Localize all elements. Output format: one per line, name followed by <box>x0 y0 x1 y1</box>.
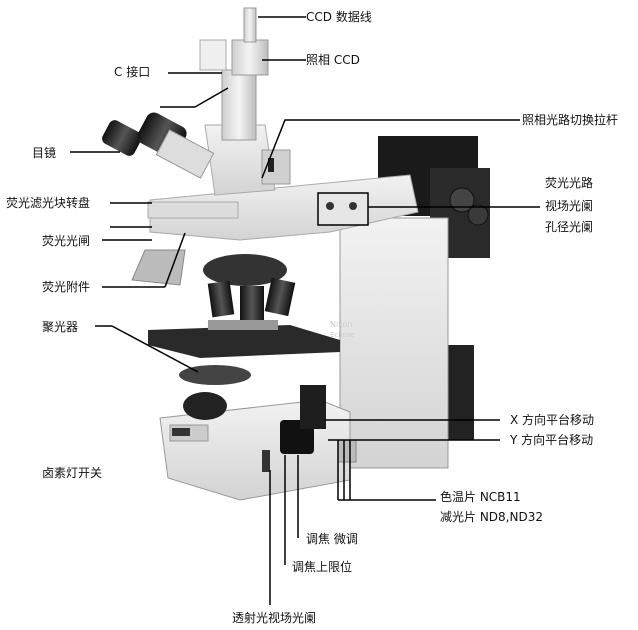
label-fluor-shutter: 荧光光闸 <box>42 234 91 248</box>
eyepiece-icon <box>102 112 215 179</box>
label-eyepiece: 目镜 <box>32 146 57 160</box>
filter-turret <box>147 201 239 219</box>
ccd-cable <box>243 7 257 43</box>
label-ccd-cable: CCD 数据线 <box>306 10 372 24</box>
label-y-stage: Y 方向平台移动 <box>510 433 594 447</box>
brand-logo: Nikon <box>330 320 353 329</box>
label-fluor-attachment: 荧光附件 <box>42 280 91 294</box>
camera-port <box>221 69 257 141</box>
lamp-house <box>378 136 490 440</box>
condenser-icon <box>179 365 251 385</box>
label-focus-limit: 调焦上限位 <box>292 560 353 574</box>
label-transmitted-field: 透射光视场光阑 <box>232 611 317 625</box>
label-ncb11: 色温片 NCB11 <box>440 490 521 504</box>
label-fluor-path: 荧光光路 <box>545 176 594 190</box>
lamp-switch-icon <box>262 450 270 472</box>
label-condenser: 聚光器 <box>42 320 79 334</box>
field-diaphragm-knob-icon <box>326 202 334 210</box>
label-camera-ccd: 照相 CCD <box>306 53 360 67</box>
label-c-mount: C 接口 <box>114 65 151 79</box>
field-lens-icon <box>183 392 227 420</box>
label-filter-turret: 荧光滤光块转盘 <box>6 196 91 210</box>
c-mount <box>199 39 227 71</box>
label-x-stage: X 方向平台移动 <box>510 413 595 427</box>
back-pillar <box>339 217 449 469</box>
stage-slide-holder <box>208 320 278 330</box>
objective-lens-icon <box>207 277 296 324</box>
label-fine-focus: 调焦 微调 <box>306 532 358 546</box>
aperture-diaphragm-knob-icon <box>349 202 357 210</box>
leader-lines <box>70 16 540 605</box>
filter-slider-icon <box>337 439 357 463</box>
model-logo: Eclipse <box>330 331 355 339</box>
nosepiece <box>203 254 287 286</box>
stage-xy-knob-icon <box>300 385 326 429</box>
specimen-stage <box>148 325 340 358</box>
label-aperture-diaphragm: 孔径光阑 <box>545 220 594 234</box>
fluor-attachment-plate <box>131 249 186 286</box>
label-photo-path-lever: 照相光路切换拉杆 <box>522 113 619 127</box>
fluor-diaphragm-panel <box>317 192 369 226</box>
ccd-camera <box>231 39 269 76</box>
label-nd-filters: 减光片 ND8,ND32 <box>440 510 543 524</box>
label-field-diaphragm: 视场光阑 <box>545 199 594 213</box>
label-lamp-switch: 卤素灯开关 <box>42 466 103 480</box>
